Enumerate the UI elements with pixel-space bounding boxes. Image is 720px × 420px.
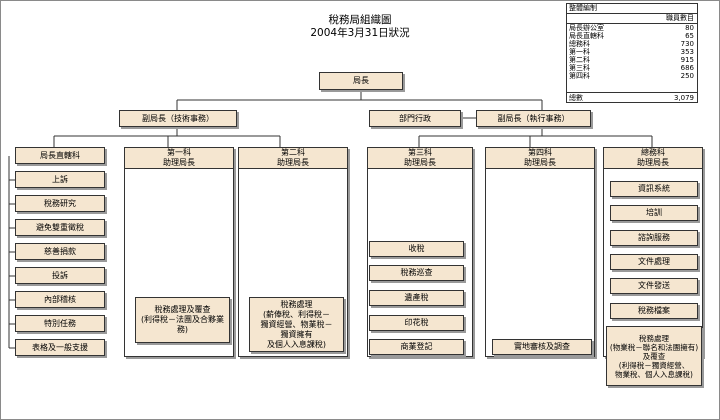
direct-unit-item: 稅務研究 [15,195,105,212]
unit3-item: 收稅 [369,241,464,257]
direct-unit-item: 避免雙重徵稅 [15,219,105,236]
general-unit-duties: 稅務處理 (物業稅－聯名和法團擁有) 及覆查 (利得稅－獨資經營、 物業稅、個人… [606,326,702,386]
unit1-assistant: 助理局長 [125,158,233,169]
general-unit-item: 諮詢服務 [610,230,698,246]
departmental-admin-box: 部門行政 [369,110,461,127]
direct-unit-item: 內部稽核 [15,291,105,308]
unit4-duties: 實地審核及調查 [492,339,592,355]
direct-unit-item: 表格及一般支援 [15,339,105,356]
unit3-item: 印花稅 [369,315,464,331]
direct-unit-item: 特別任務 [15,315,105,332]
unit3-item: 遺產稅 [369,290,464,306]
direct-unit-item: 上訴 [15,171,105,188]
general-unit-item: 稅務檔案 [610,303,698,319]
staffing-column-header: 職員數目 [567,14,697,24]
direct-unit-item: 慈善捐款 [15,243,105,260]
direct-unit-head: 局長直轄科 [15,147,105,164]
deputy-operations-box: 副局長（執行事務） [476,110,591,127]
unit3-item: 稅務巡查 [369,265,464,281]
chart-title: 稅務局組織圖 [328,14,392,26]
general-unit-item: 培訓 [610,205,698,221]
unit1-duties: 稅務處理及覆查 (利得稅－法團及合夥業務) [135,297,230,343]
general-unit-item: 文件處理 [610,254,698,270]
staffing-title: 整體編制 [567,4,697,14]
direct-unit-item: 投訴 [15,267,105,284]
general-unit-item: 文件發送 [610,278,698,294]
chart-subtitle: 2004年3月31日狀況 [310,27,410,39]
commissioner-box: 局長 [319,72,403,90]
deputy-technical-box: 副局長（技術事務） [119,110,237,127]
unit3-item: 商業登記 [369,339,464,355]
unit4-assistant: 助理局長 [486,158,594,169]
general-unit-assistant: 助理局長 [604,158,702,169]
unit2-duties: 稅務處理 (薪俸稅、利得稅－ 獨資經營、物業稅－ 獨資擁有 及個人入息課稅) [249,297,344,352]
unit2-assistant: 助理局長 [239,158,347,169]
general-unit-item: 資訊系統 [610,181,698,197]
unit3-assistant: 助理局長 [368,158,472,169]
unit4-column: 第四科 助理局長 [485,147,595,357]
